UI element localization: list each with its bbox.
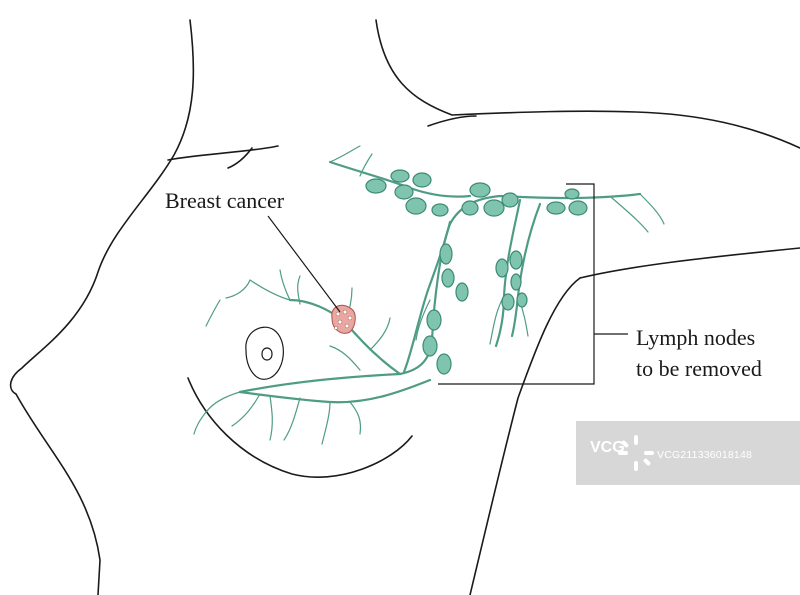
- lymph-nodes: [365, 169, 588, 375]
- lymph-node: [426, 309, 442, 331]
- lymph-node: [510, 273, 522, 291]
- lymph-node: [394, 184, 414, 200]
- lymph-node: [405, 197, 427, 215]
- vcg-logo-icon: [618, 435, 654, 471]
- lymph-node: [483, 199, 505, 217]
- watermark-id: VCG211336018148: [657, 449, 753, 461]
- lymph-node: [365, 178, 387, 194]
- lymph-node: [568, 200, 588, 216]
- lymph-node: [412, 172, 432, 188]
- lymph-node: [564, 188, 580, 200]
- callouts: [267, 183, 628, 385]
- lymph-nodes-label: Lymph nodes to be removed: [636, 322, 762, 384]
- body-outline: [9, 19, 800, 595]
- tumor-leader-line: [267, 215, 341, 313]
- lymph-node: [422, 335, 438, 357]
- lymph-bracket: [438, 183, 595, 385]
- lymph-node: [501, 192, 519, 208]
- clavicle-fold: [227, 147, 253, 169]
- lymph-node: [436, 353, 452, 375]
- areola-outer: [245, 326, 284, 380]
- breast-underside: [187, 377, 413, 478]
- lymph-node: [495, 258, 509, 278]
- lymph-node: [469, 182, 491, 198]
- lymph-node: [501, 293, 515, 311]
- vessel-right-chain-b: [510, 202, 542, 338]
- nipple: [261, 347, 273, 361]
- vessel-lower-ducts: [238, 378, 432, 404]
- tumor: [331, 304, 356, 334]
- lymph-node: [509, 250, 523, 270]
- areola: [245, 326, 284, 380]
- arm-underside: [579, 247, 800, 279]
- torso-left-outline: [9, 19, 195, 595]
- main-vessel: [238, 192, 642, 394]
- torso-right-outline: [469, 277, 581, 595]
- tumor-label: Breast cancer: [165, 188, 285, 213]
- lymph-node: [455, 282, 469, 302]
- lymph-node: [441, 268, 455, 288]
- watermark: VCG VCG211336018148: [576, 421, 800, 485]
- lymph-node: [546, 201, 566, 215]
- watermark-brand: VCG: [590, 439, 625, 456]
- lymph-nodes-label-line1: Lymph nodes: [636, 325, 756, 350]
- lymph-node: [390, 169, 410, 183]
- lymph-nodes-label-line2: to be removed: [636, 356, 762, 381]
- shoulder-fold: [427, 115, 477, 127]
- lymph-node: [516, 292, 528, 308]
- lymph-node: [439, 243, 453, 265]
- lymph-node: [431, 203, 449, 217]
- lymph-node: [461, 200, 479, 216]
- collar-line: [167, 145, 279, 161]
- lymph-capillaries: [193, 145, 665, 445]
- shoulder-top: [375, 19, 800, 149]
